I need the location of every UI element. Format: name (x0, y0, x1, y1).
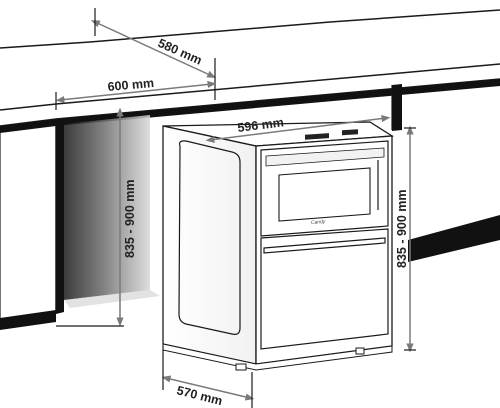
label-596mm: 596 mm (237, 115, 285, 135)
dim-580-line (90, 20, 217, 78)
upper-oven-door (260, 140, 389, 237)
appliance-side-panel (162, 125, 257, 365)
foot-front-left (235, 363, 247, 371)
label-right-height: 835 - 900 mm (395, 189, 409, 268)
label-left-height: 835 - 900 mm (123, 179, 137, 258)
control-panel (265, 147, 385, 167)
label-580mm: 580 mm (156, 36, 204, 68)
worktop (0, 9, 500, 133)
dim-570-line (161, 375, 255, 401)
knob-icon (342, 129, 358, 136)
lower-oven-door (260, 228, 389, 350)
foot-front-right (355, 347, 365, 355)
niche (56, 115, 160, 314)
dim-596-line (205, 114, 391, 144)
appliance: Candy (162, 121, 395, 371)
dim-600-line (55, 80, 217, 104)
dimension-lines (55, 8, 416, 408)
dimension-labels: 580 mm 600 mm 596 mm 835 - 900 mm 835 - … (107, 36, 409, 408)
label-600mm: 600 mm (107, 76, 155, 94)
left-cabinet (0, 126, 57, 330)
lower-door-handle (263, 237, 386, 254)
upper-oven-window (278, 167, 371, 222)
right-cabinet (391, 84, 500, 262)
brand-logo: Candy (311, 219, 326, 226)
label-570mm: 570 mm (175, 383, 224, 408)
